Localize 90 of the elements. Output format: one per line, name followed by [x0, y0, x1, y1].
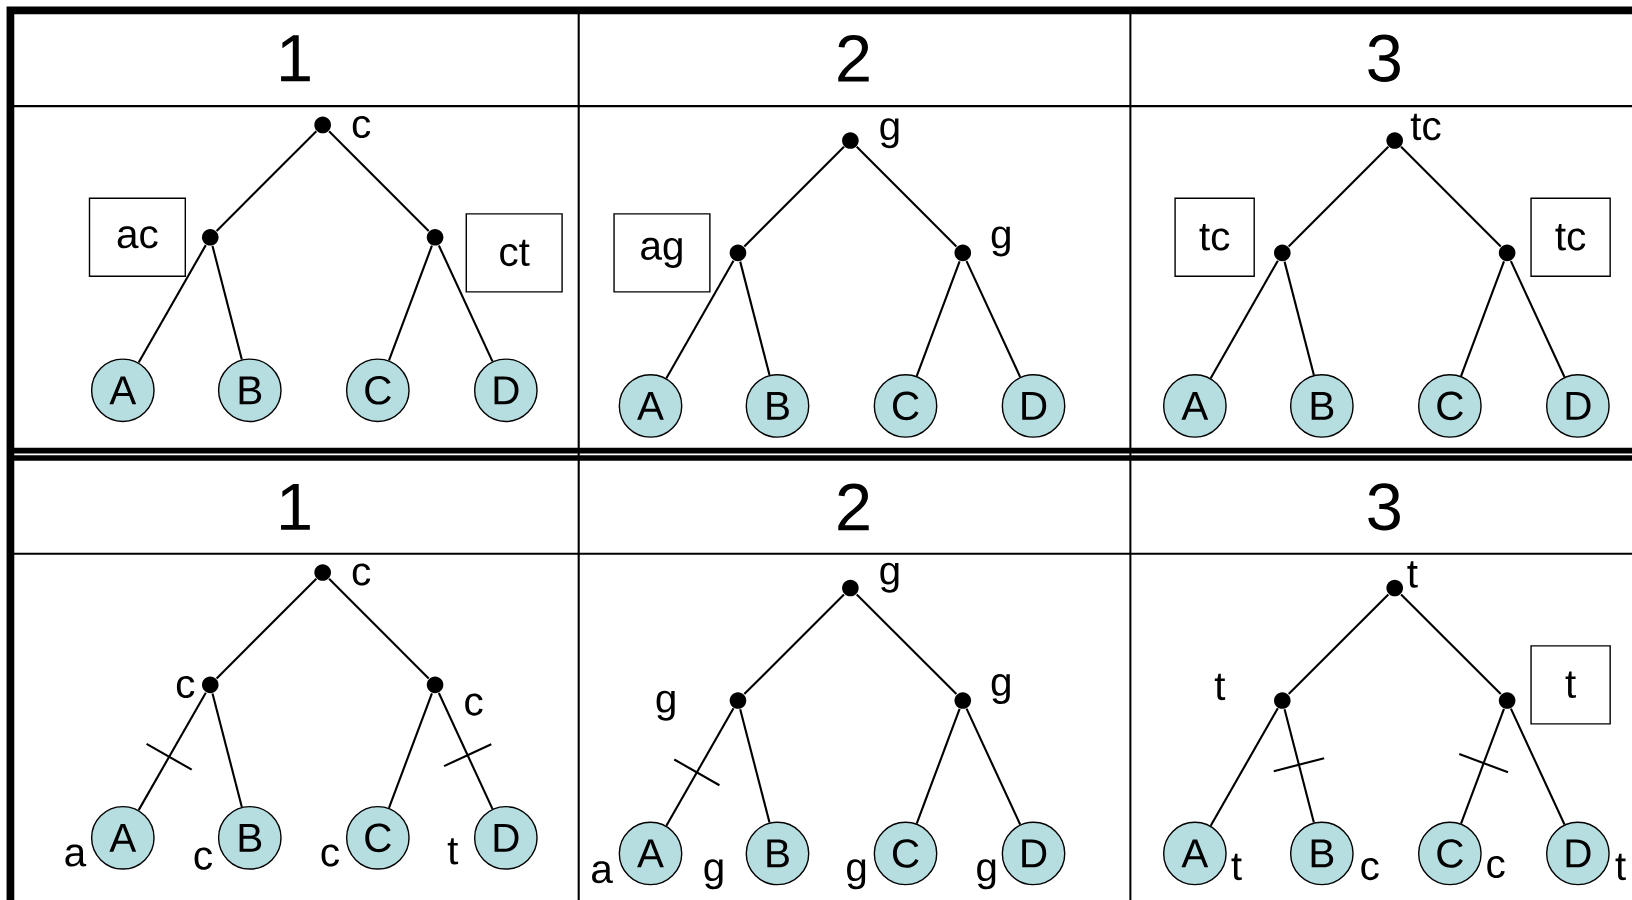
- state-box: ac: [88, 197, 186, 277]
- state-box: ag: [613, 213, 711, 293]
- branch-line: [743, 593, 845, 695]
- state-label: c: [352, 563, 371, 586]
- state-label: c: [1487, 855, 1505, 878]
- state-label: a: [592, 861, 613, 884]
- branch-line: [1400, 145, 1502, 248]
- branch-dot: [426, 676, 444, 693]
- branch-dot: [954, 692, 972, 709]
- branch-dot: [1498, 692, 1516, 709]
- state-label: g: [656, 690, 675, 721]
- branch-dot: [201, 228, 219, 246]
- state-label: t: [1407, 561, 1418, 588]
- branch-dot: [729, 244, 747, 262]
- column-number: 1: [281, 483, 310, 530]
- branch-line: [1209, 707, 1279, 827]
- branch-line: [1460, 708, 1505, 824]
- branch-dot: [842, 132, 859, 149]
- state-label: g: [880, 118, 899, 149]
- branch-dot: [1274, 692, 1291, 709]
- state-label: c: [352, 115, 371, 138]
- branch-line: [388, 245, 433, 361]
- branch-line: [215, 130, 318, 232]
- state-label: g: [977, 859, 996, 890]
- branch-line: [1400, 593, 1502, 695]
- branch-line: [915, 708, 961, 824]
- state-label: c: [1361, 857, 1379, 880]
- branch-line: [665, 707, 735, 827]
- column-number: 1: [281, 35, 310, 82]
- state-label: t: [1615, 853, 1626, 881]
- column-number: 2: [838, 483, 869, 531]
- branch-dot: [314, 116, 331, 134]
- branch-line: [211, 693, 243, 808]
- column-number: 3: [1368, 483, 1400, 531]
- branch-line: [965, 708, 1022, 825]
- state-label: a: [65, 844, 87, 867]
- branch-line: [855, 593, 958, 695]
- state-label: c: [194, 847, 212, 870]
- state-label: g: [847, 859, 866, 890]
- state-label: tc: [1410, 113, 1441, 141]
- state-label: c: [465, 693, 483, 716]
- branch-line: [1283, 708, 1315, 823]
- state-label: c: [176, 675, 195, 698]
- branch-dot: [729, 692, 747, 709]
- branch-line: [328, 577, 430, 680]
- state-label: t: [1231, 853, 1242, 881]
- branch-dot: [314, 564, 331, 581]
- state-label: t: [1214, 673, 1226, 700]
- column-number: 3: [1368, 34, 1400, 82]
- branch-dot: [1386, 579, 1403, 597]
- column-number: 2: [838, 34, 869, 82]
- branch-line: [1287, 593, 1390, 695]
- branch-dot: [1386, 132, 1403, 149]
- branch-line: [1509, 708, 1566, 825]
- state-label: g: [880, 562, 899, 593]
- branch-line: [1283, 261, 1315, 376]
- state-label: g: [991, 673, 1010, 704]
- branch-line: [855, 145, 958, 248]
- state-label: g: [991, 226, 1010, 257]
- branch-dot: [426, 228, 444, 246]
- branch-line: [1509, 260, 1566, 378]
- state-label: c: [321, 844, 339, 867]
- branch-line: [215, 577, 318, 680]
- branch-line: [328, 130, 430, 232]
- branch-line: [1287, 145, 1390, 248]
- state-box: t: [1530, 645, 1611, 725]
- branch-line: [137, 692, 207, 811]
- state-box: tc: [1530, 197, 1611, 277]
- branch-line: [437, 692, 494, 810]
- branch-dot: [842, 579, 859, 597]
- state-box: tc: [1174, 197, 1255, 277]
- branch-line: [739, 708, 771, 823]
- branch-line: [211, 245, 243, 360]
- branch-line: [739, 261, 771, 376]
- state-label: t: [447, 838, 459, 865]
- branch-line: [915, 260, 961, 377]
- branch-dot: [1498, 244, 1516, 262]
- state-label: g: [704, 859, 723, 890]
- branch-line: [388, 692, 433, 809]
- branch-line: [743, 145, 845, 248]
- branch-line: [137, 244, 207, 363]
- branch-line: [1460, 260, 1505, 377]
- branch-line: [665, 260, 735, 379]
- branch-line: [965, 260, 1022, 378]
- branch-dot: [201, 676, 219, 693]
- branch-dot: [1274, 244, 1291, 262]
- branch-line: [1209, 260, 1279, 379]
- branch-dot: [954, 244, 972, 262]
- branch-line: [437, 244, 494, 362]
- state-box: ct: [465, 213, 563, 293]
